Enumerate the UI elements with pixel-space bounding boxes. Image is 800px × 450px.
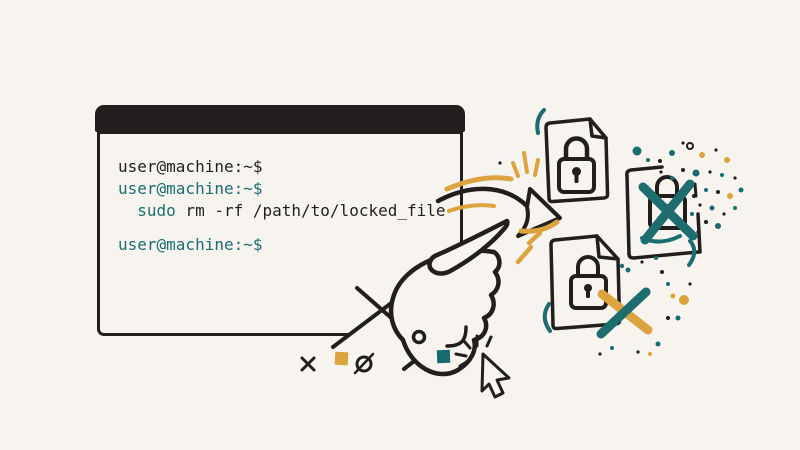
terminal-command-line: sudo rm -rf /path/to/locked_file <box>118 200 460 222</box>
terminal-body: user@machine:~$ user@machine:~$ sudo rm … <box>97 130 463 336</box>
hand-index-finger <box>427 218 510 276</box>
swoosh-arrow-icon <box>435 151 562 265</box>
cuff-button <box>411 329 427 345</box>
terminal-titlebar <box>95 105 465 132</box>
terminal-prompt-line-1: user@machine:~$ <box>118 157 263 176</box>
sparkle-dots <box>598 256 692 356</box>
document-dogear <box>595 234 620 261</box>
decor-row <box>300 334 511 399</box>
sparkle-dots <box>610 141 744 280</box>
gold-square <box>334 351 349 366</box>
slashed-zero-icon <box>353 352 375 375</box>
locked-file-icon-top <box>535 108 610 204</box>
terminal-window: user@machine:~$ user@machine:~$ sudo rm … <box>95 105 465 336</box>
terminal-prompt-line-2: user@machine:~$ <box>118 179 263 198</box>
teal-accent-arc <box>535 108 546 135</box>
cursor-click-icon <box>454 334 511 399</box>
command-args: rm -rf /path/to/locked_file <box>175 201 446 220</box>
teal-square <box>436 349 451 364</box>
deleted-file-icon <box>610 141 744 280</box>
document-dogear <box>588 117 608 140</box>
pointing-hand-icon <box>331 218 510 377</box>
terminal-prompt-line-3: user@machine:~$ <box>118 235 263 254</box>
command-sudo: sudo <box>137 201 176 220</box>
gold-teal-x-mark-icon <box>596 287 653 339</box>
teal-x-mark-icon <box>638 179 698 245</box>
teal-accent-arc <box>542 302 552 333</box>
x-mark-icon <box>300 356 316 372</box>
lock-icon <box>569 255 608 310</box>
locked-file-icon-bottom <box>542 234 692 356</box>
lock-icon <box>557 136 596 194</box>
